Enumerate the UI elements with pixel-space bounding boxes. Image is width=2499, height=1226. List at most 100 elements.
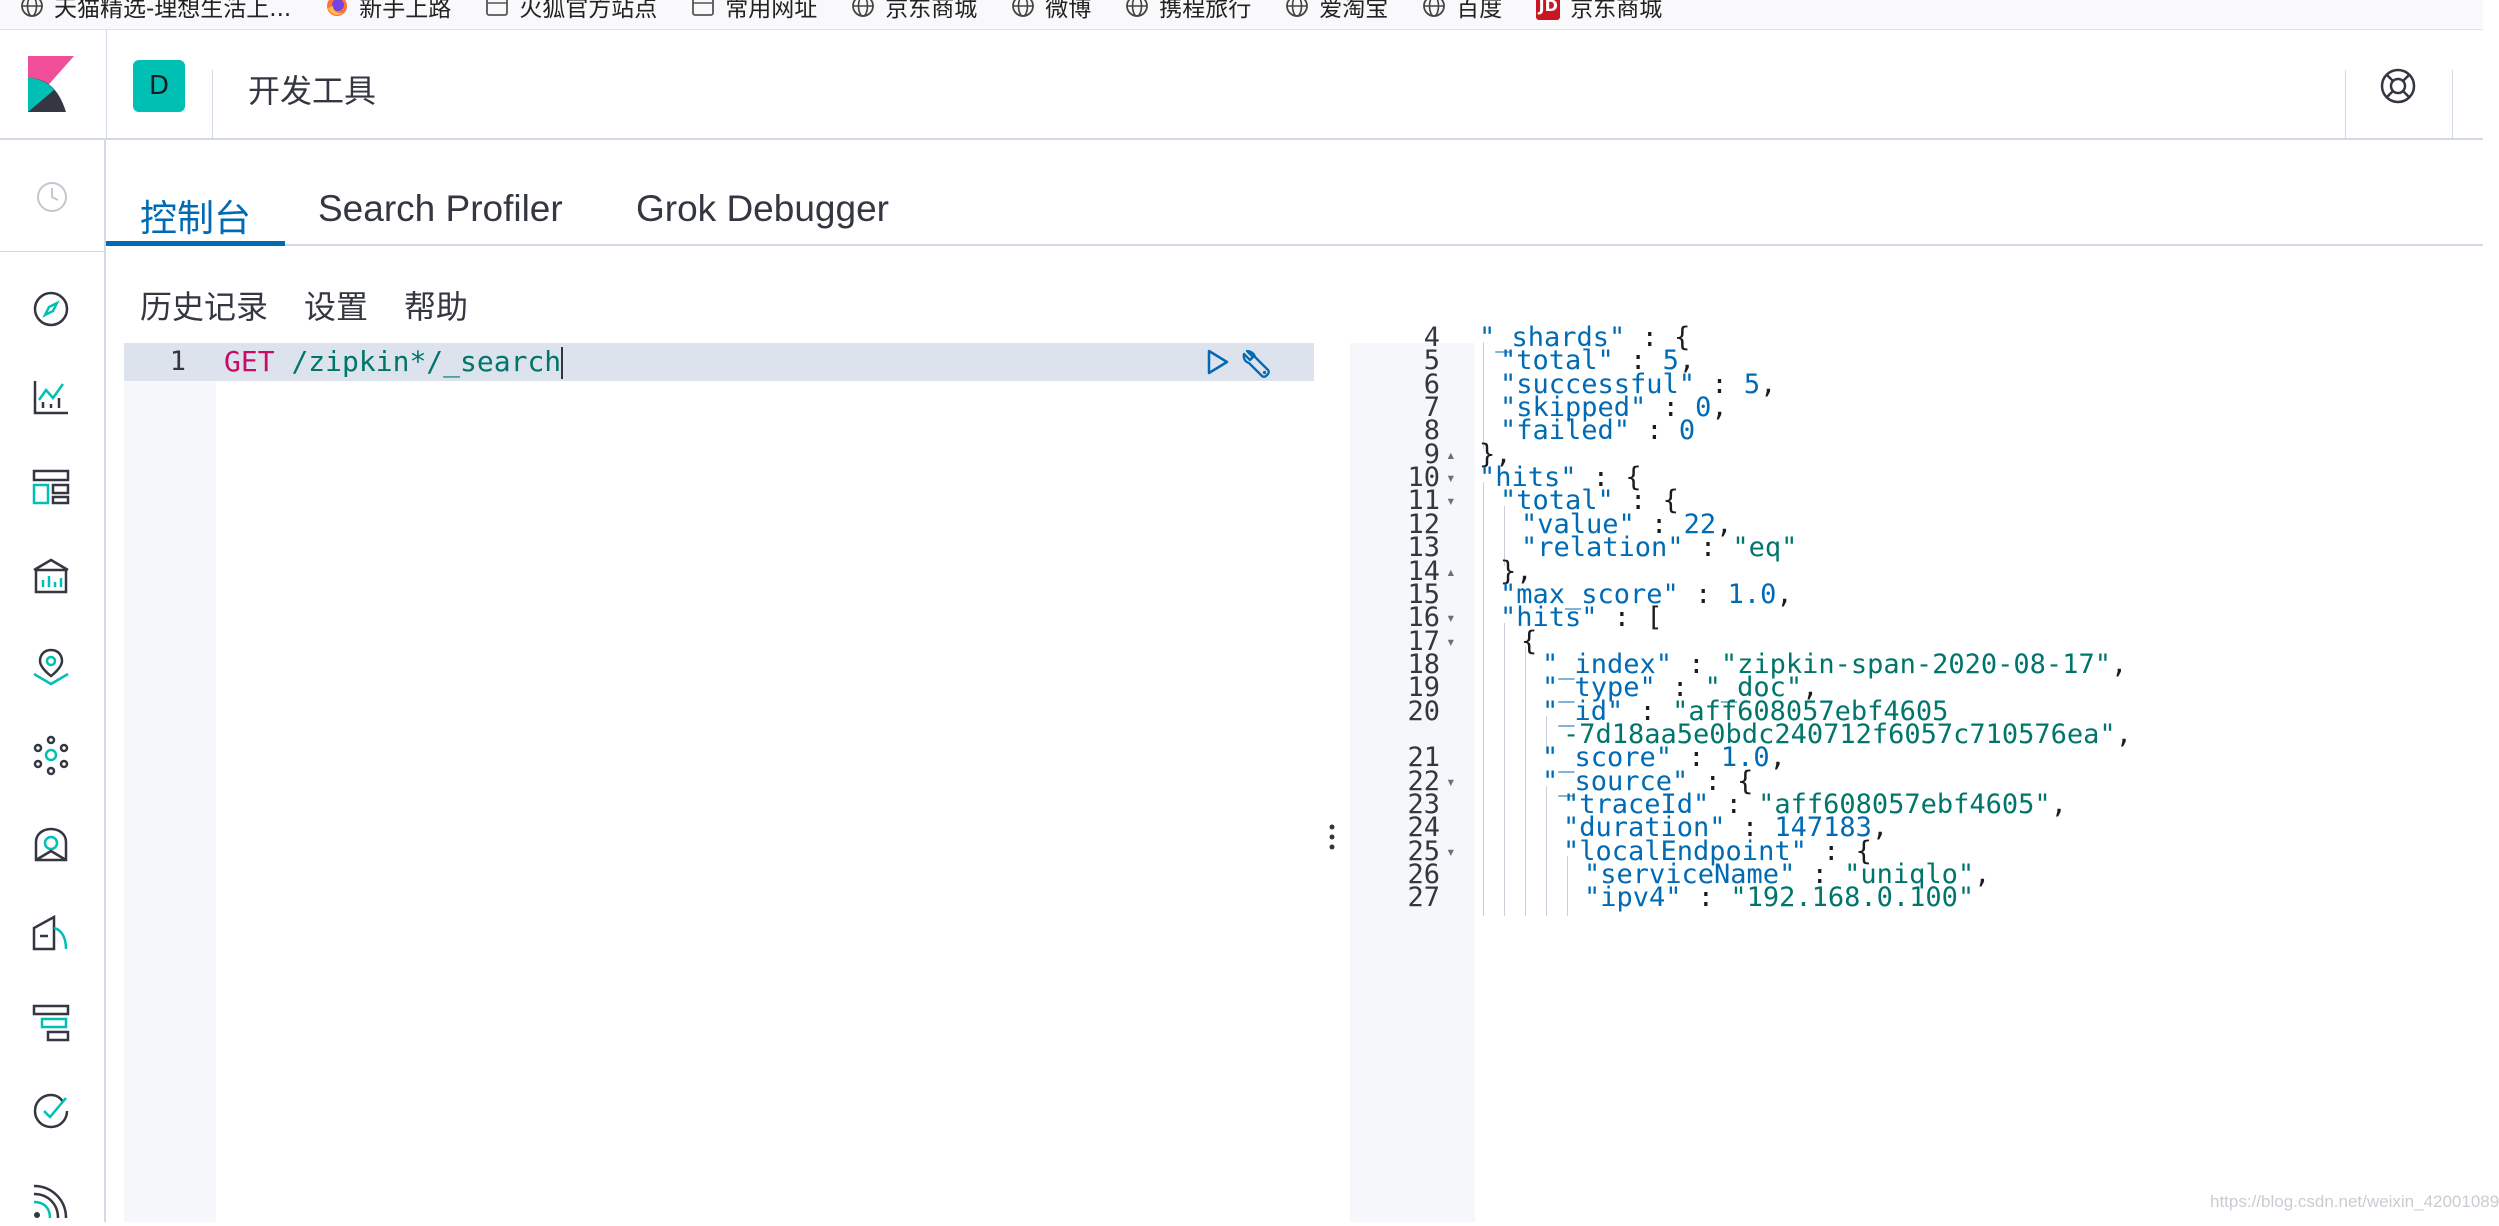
space-avatar[interactable]: D: [133, 60, 185, 112]
menu-settings[interactable]: 设置: [304, 288, 369, 326]
output-line: 8"failed" : 0: [1350, 412, 2483, 450]
bookmark-item[interactable]: 微博: [1011, 0, 1091, 23]
request-options-wrench-icon[interactable]: [1240, 347, 1274, 381]
editor-active-line[interactable]: 1 GET /zipkin*/_search: [124, 343, 1314, 381]
bookmark-item[interactable]: JD 京东商城: [1536, 0, 1662, 23]
indent-guide: [1525, 786, 1526, 823]
indent-guide: [1504, 529, 1505, 567]
json-token: ,: [2115, 718, 2132, 750]
bookmark-item[interactable]: 爱淘宝: [1285, 0, 1388, 23]
discover-icon[interactable]: [30, 288, 72, 330]
bookmark-label: 火狐官方站点: [519, 0, 658, 22]
json-token: "localEndpoint": [1563, 835, 1807, 867]
recent-clock-icon[interactable]: [30, 175, 74, 219]
jd-icon: JD: [1536, 0, 1561, 20]
canvas-icon[interactable]: [30, 556, 72, 598]
logs-icon[interactable]: [30, 912, 72, 954]
output-line: 6"successful" : 5,: [1350, 365, 2483, 403]
bookmark-item[interactable]: 天猫精选-理想生活上...: [20, 0, 291, 23]
bookmark-item[interactable]: 新手上路: [325, 0, 451, 23]
fold-down-icon[interactable]: ▾: [1446, 491, 1456, 511]
output-code: "_source" : {: [1542, 763, 1753, 800]
drag-handle-icon[interactable]: [1327, 822, 1337, 852]
indent-guide: [1504, 692, 1505, 730]
response-output[interactable]: 4"_shards" : {5"total" : 5,6"successful"…: [1350, 322, 2483, 1222]
output-line-number: 21: [1407, 742, 1440, 774]
output-line: 21"_score" : 1.0,: [1350, 739, 2483, 777]
panel-resizer[interactable]: [1318, 343, 1346, 1222]
output-line: 24"duration" : 147183,: [1350, 809, 2483, 847]
kibana-logo-icon[interactable]: [28, 56, 74, 112]
infrastructure-icon[interactable]: [30, 824, 72, 866]
output-line: 27"ipv4" : "192.168.0.100": [1350, 879, 2483, 917]
menu-help[interactable]: 帮助: [404, 288, 469, 326]
json-token: },: [1500, 555, 1533, 587]
output-gutter: [1350, 343, 1475, 1222]
json-token: "_id": [1542, 695, 1624, 727]
indent-guide: [1546, 715, 1547, 753]
fold-up-icon[interactable]: ▴: [1446, 561, 1456, 581]
output-line: 26"serviceName" : "uniqlo",: [1350, 856, 2483, 894]
dashboard-icon[interactable]: [30, 466, 72, 508]
siem-icon[interactable]: [30, 1180, 72, 1222]
tab-search-profiler[interactable]: Search Profiler: [318, 188, 563, 229]
json-token: ,: [1769, 742, 1786, 774]
fold-down-icon[interactable]: ▾: [1446, 771, 1456, 791]
json-token: 22: [1683, 508, 1717, 540]
json-token: 5: [1743, 368, 1761, 400]
bookmark-label: 京东商城: [1570, 0, 1663, 22]
json-token: 0: [1695, 392, 1712, 424]
help-lifebuoy-icon[interactable]: [2378, 66, 2418, 106]
bookmark-item[interactable]: 京东商城: [851, 0, 977, 23]
output-code: "relation" : "eq": [1521, 529, 1797, 566]
indent-guide: [1483, 809, 1484, 847]
indent-guide: [1525, 692, 1526, 730]
output-line: 14▴},: [1350, 552, 2483, 590]
json-token: "skipped": [1500, 392, 1647, 424]
json-token: "duration": [1563, 812, 1726, 844]
header-divider: [2345, 70, 2346, 140]
output-code: "max_score" : 1.0,: [1500, 576, 1793, 613]
indent-guide: [1546, 879, 1547, 917]
indent-guide: [1483, 575, 1484, 613]
indent-guide: [1504, 505, 1505, 543]
output-code: "duration" : 147183,: [1563, 809, 1888, 846]
output-line-number: 6: [1423, 368, 1440, 400]
output-code: "_index" : "zipkin-span-2020-08-17",: [1542, 646, 2127, 683]
menu-history[interactable]: 历史记录: [140, 288, 269, 326]
fold-down-icon[interactable]: ▾: [1446, 631, 1456, 651]
output-line-number: 11: [1407, 485, 1440, 517]
bookmark-item[interactable]: 常用网址: [691, 0, 817, 23]
ml-icon[interactable]: [30, 734, 72, 776]
indent-guide: [1483, 645, 1484, 683]
uptime-icon[interactable]: [30, 1090, 72, 1132]
output-line: 20 "_id" : "aff608057ebf4605: [1350, 692, 2483, 730]
bookmark-item[interactable]: 百度: [1422, 0, 1502, 23]
indent-guide: [1483, 739, 1484, 777]
fold-down-icon[interactable]: ▾: [1446, 608, 1456, 628]
json-token: :: [1672, 742, 1721, 774]
output-code: "_id" : "aff608057ebf4605: [1542, 693, 1948, 730]
fold-down-icon[interactable]: ▾: [1446, 841, 1456, 861]
folder-icon: [691, 0, 715, 18]
tab-console[interactable]: 控制台: [106, 164, 285, 246]
fold-down-icon[interactable]: ▾: [1446, 468, 1456, 488]
output-line-number: 27: [1407, 882, 1440, 914]
json-token: :: [1630, 415, 1679, 447]
request-method: GET: [224, 345, 275, 378]
json-token: "total": [1500, 485, 1614, 517]
json-token: :: [1695, 368, 1744, 400]
bookmark-item[interactable]: 携程旅行: [1125, 0, 1251, 23]
apm-icon[interactable]: [30, 1002, 72, 1044]
editor-request-line[interactable]: GET /zipkin*/_search: [224, 343, 564, 381]
tab-grok-debugger[interactable]: Grok Debugger: [636, 188, 889, 229]
output-line: 13"relation" : "eq": [1350, 529, 2483, 567]
visualize-icon[interactable]: [30, 376, 72, 418]
bookmark-item[interactable]: 火狐官方站点: [485, 0, 657, 23]
run-request-play-icon[interactable]: [1202, 347, 1232, 377]
indent-guide: [1483, 529, 1484, 567]
output-line-number: 20: [1407, 695, 1440, 727]
fold-up-icon[interactable]: ▴: [1446, 444, 1456, 464]
maps-icon[interactable]: [30, 646, 72, 688]
request-editor[interactable]: 1 GET /zipkin*/_search: [124, 343, 1314, 1222]
